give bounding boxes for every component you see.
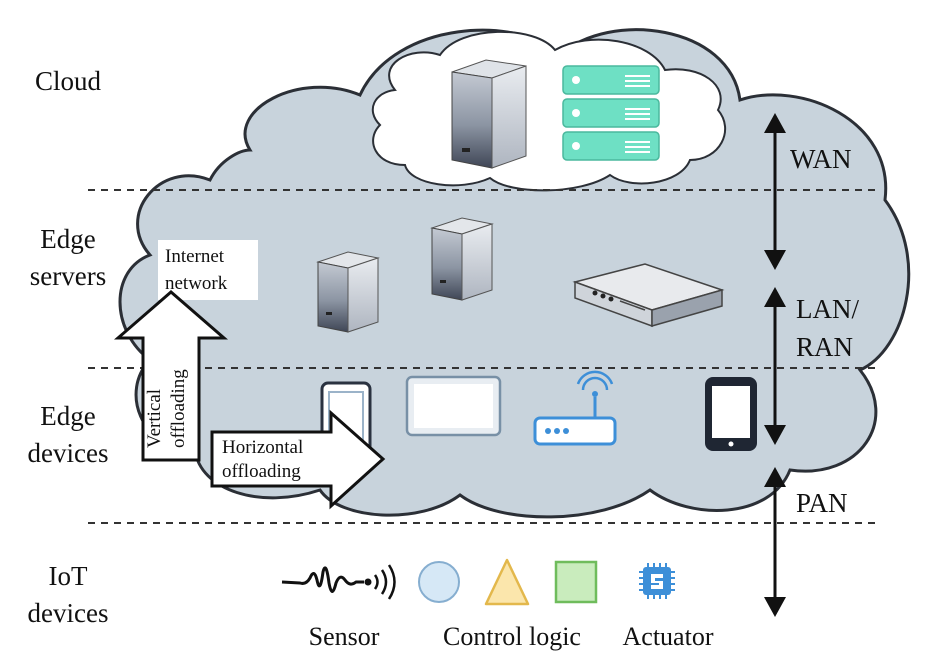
horizontal-offloading-arrow: Horizontal offloading	[210, 409, 386, 510]
tier-label-edge-devices-1: Edge	[40, 401, 95, 431]
tier-label-iot-2: devices	[28, 598, 109, 628]
control-circle-icon	[418, 561, 460, 603]
wan-arrow	[764, 113, 786, 270]
internet-network-line-1: Internet	[165, 246, 225, 267]
wan-label: WAN	[790, 144, 852, 174]
horizontal-offloading-line-2: offloading	[222, 461, 301, 482]
legend-sensor: Sensor	[309, 622, 380, 651]
tier-label-edge-servers-1: Edge	[40, 224, 95, 254]
tier-label-iot-1: IoT	[49, 561, 88, 591]
tier-label-edge-servers-2: servers	[30, 261, 106, 291]
edge-wifi-router-icon	[533, 370, 617, 446]
cloud-rack-server-icon	[562, 65, 660, 161]
tier-separators	[88, 189, 875, 524]
network-arrows	[764, 113, 786, 617]
vertical-offloading-line-1: Vertical	[144, 389, 165, 448]
vertical-offloading-line-2: offloading	[168, 369, 189, 448]
pan-arrow	[764, 467, 786, 617]
vertical-offloading-arrow: Vertical offloading	[113, 290, 229, 462]
edge-tablet-icon	[405, 375, 502, 437]
tier-label-edge-devices-2: devices	[28, 438, 109, 468]
legend-actuator: Actuator	[623, 622, 714, 651]
internet-network-callout: Internet network	[158, 240, 258, 300]
control-square-icon	[554, 560, 598, 604]
edge-smartphone-icon	[705, 377, 757, 451]
cloud-tower-server-icon	[451, 59, 527, 169]
internet-network-line-2: network	[165, 273, 228, 294]
sensor-wave-icon	[281, 564, 396, 600]
actuator-chip-icon	[639, 563, 675, 599]
legend-control-logic: Control logic	[443, 622, 581, 651]
tier-label-cloud: Cloud	[35, 66, 102, 96]
lan-ran-arrow	[764, 287, 786, 445]
horizontal-offloading-line-1: Horizontal	[222, 437, 303, 458]
control-triangle-icon	[484, 558, 530, 606]
edge-server-1-icon	[316, 251, 380, 333]
edge-server-2-icon	[430, 217, 494, 301]
lan-label: LAN/	[796, 294, 859, 324]
edge-router-icon	[572, 263, 725, 328]
ran-label: RAN	[796, 332, 853, 362]
pan-label: PAN	[796, 488, 848, 518]
